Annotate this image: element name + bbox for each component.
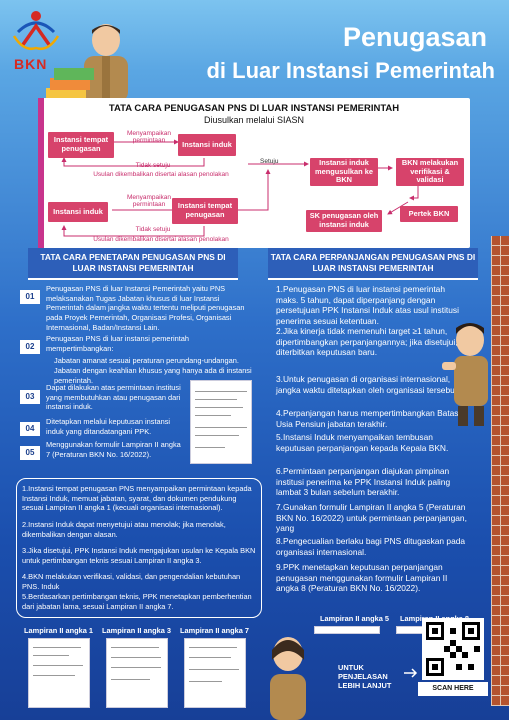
left-section-header: TATA CARA PENETAPAN PENUGASAN PNS DI LUA… <box>28 248 238 280</box>
left-step-1: 1.Instansi tempat penugasan PNS menyampa… <box>22 484 252 513</box>
label-tidak-setuju-1: Tidak setuju <box>135 162 171 169</box>
lampiran-7-bottom-thumbnail <box>184 638 246 708</box>
right-section-header: TATA CARA PERPANJANGAN PENUGASAN PNS DI … <box>268 248 478 280</box>
box-instansi-tempat-2: Instansi tempat penugasan <box>172 198 238 224</box>
left-steps-box <box>16 478 262 618</box>
item-text-03: Dapat dilakukan atas permintaan institus… <box>46 383 181 412</box>
diagram-title: TATA CARA PENUGASAN PNS DI LUAR INSTANSI… <box>108 103 400 114</box>
box-pertek-bkn: Pertek BKN <box>400 206 458 222</box>
box-sk-penugasan: SK penugasan oleh instansi induk <box>306 210 382 232</box>
lampiran-7-label: Lampiran II angka 7 <box>180 626 250 635</box>
label-usulan-1: Usulan dikembalikan disertai alasan peno… <box>93 171 229 178</box>
brick-wall-decoration <box>491 236 509 706</box>
box-instansi-induk-2: Instansi induk <box>48 202 108 222</box>
left-step-4: 4.BKN melakukan verifikasi, validasi, da… <box>22 572 241 591</box>
item-text-05: Menggunakan formulir Lampiran II angka 7… <box>46 440 181 459</box>
lampiran-5-thumbnail <box>314 626 380 634</box>
lampiran-3-thumbnail <box>106 638 168 708</box>
left-step-5: 5.Berdasarkan pertimbangan teknis, PPK m… <box>22 592 252 611</box>
right-step-7: 7.Gunakan formulir Lampiran II angka 5 (… <box>276 502 467 533</box>
label-usulan-2: Usulan dikembalikan disertai alasan peno… <box>93 236 229 243</box>
lampiran-1-thumbnail <box>28 638 90 708</box>
bkn-logo-icon <box>12 11 60 50</box>
qr-code-icon <box>426 622 480 676</box>
officer-pointing-icon <box>442 323 488 426</box>
right-step-8: 8.Pengecualian berlaku bagi PNS ditugask… <box>276 536 466 557</box>
arrow-right-icon <box>404 668 418 678</box>
lampiran-1-label: Lampiran II angka 1 <box>24 626 94 635</box>
label-setuju: Setuju <box>260 158 279 165</box>
item-text-04: Ditetapkan melalui keputusan instansi in… <box>46 417 171 436</box>
right-step-6: 6.Permintaan perpanjangan diajukan pimpi… <box>276 466 451 497</box>
label-menyampaikan-2: Menyampaikan permintaan <box>126 194 172 208</box>
right-step-5: 5.Instansi Induk menyampaikan tembusan k… <box>276 432 449 453</box>
logo-text: BKN <box>14 56 48 72</box>
item-number-03: 03 <box>20 390 40 404</box>
right-step-2: 2.Jika kinerja tidak memenuhi target ≥1 … <box>276 326 458 357</box>
item-number-04: 04 <box>20 422 40 436</box>
label-tidak-setuju-2: Tidak setuju <box>135 226 171 233</box>
scan-here-label: SCAN HERE <box>418 682 488 696</box>
lampiran-7-thumbnail <box>190 380 252 464</box>
box-instansi-tempat-1: Instansi tempat penugasan <box>48 132 114 158</box>
box-instansi-induk-bkn: Instansi induk mengusulkan ke BKN <box>310 158 378 186</box>
item-02-bullet-1: Jabatan amanat sesuai peraturan perundan… <box>54 356 239 365</box>
right-step-9: 9.PPK menetapkan keputusan perpanjangan … <box>276 562 448 593</box>
box-instansi-induk-1: Instansi induk <box>178 134 236 156</box>
document-stack-icon <box>46 68 94 100</box>
officer-illustration-icon <box>84 24 128 102</box>
right-step-1: 1.Penugasan PNS di luar instansi pemerin… <box>276 284 459 326</box>
item-number-01: 01 <box>20 290 40 304</box>
left-step-2: 2.Instansi Induk dapat menyetujui atau m… <box>22 520 226 539</box>
lampiran-5-label: Lampiran II angka 5 <box>320 614 390 623</box>
label-menyampaikan-1: Menyampaikan permintaan <box>126 130 172 144</box>
item-number-05: 05 <box>20 446 40 460</box>
box-bkn-verifikasi: BKN melakukan verifikasi & validasi <box>396 158 464 186</box>
item-text-01: Penugasan PNS di luar Instansi Pemerinta… <box>46 284 245 332</box>
qr-code[interactable] <box>422 618 484 680</box>
diagram-arrows <box>61 139 419 237</box>
footer-untuk-text: UNTUK PENJELASAN LEBIH LANJUT <box>338 663 392 690</box>
item-number-02: 02 <box>20 340 40 354</box>
item-text-02: Penugasan PNS di luar instansi pemerinta… <box>46 334 189 353</box>
officer-woman-icon <box>270 637 306 720</box>
left-step-3: 3.Jika disetujui, PPK Instansi Induk men… <box>22 546 256 565</box>
diagram-subtitle: Diusulkan melalui SIASN <box>203 115 305 125</box>
panel-accent-bar <box>38 98 44 248</box>
right-step-4: 4.Perpanjangan harus mempertimbangkan Ba… <box>276 408 459 429</box>
right-step-3: 3.Untuk penugasan di organisasi internas… <box>276 374 460 395</box>
page-title-line2: di Luar Instansi Pemerintah <box>206 58 495 83</box>
page-title-line1: Penugasan <box>342 22 487 52</box>
lampiran-3-label: Lampiran II angka 3 <box>102 626 172 635</box>
item-02-bullet-2: Jabatan dengan keahlian khusus yang hany… <box>54 366 252 385</box>
